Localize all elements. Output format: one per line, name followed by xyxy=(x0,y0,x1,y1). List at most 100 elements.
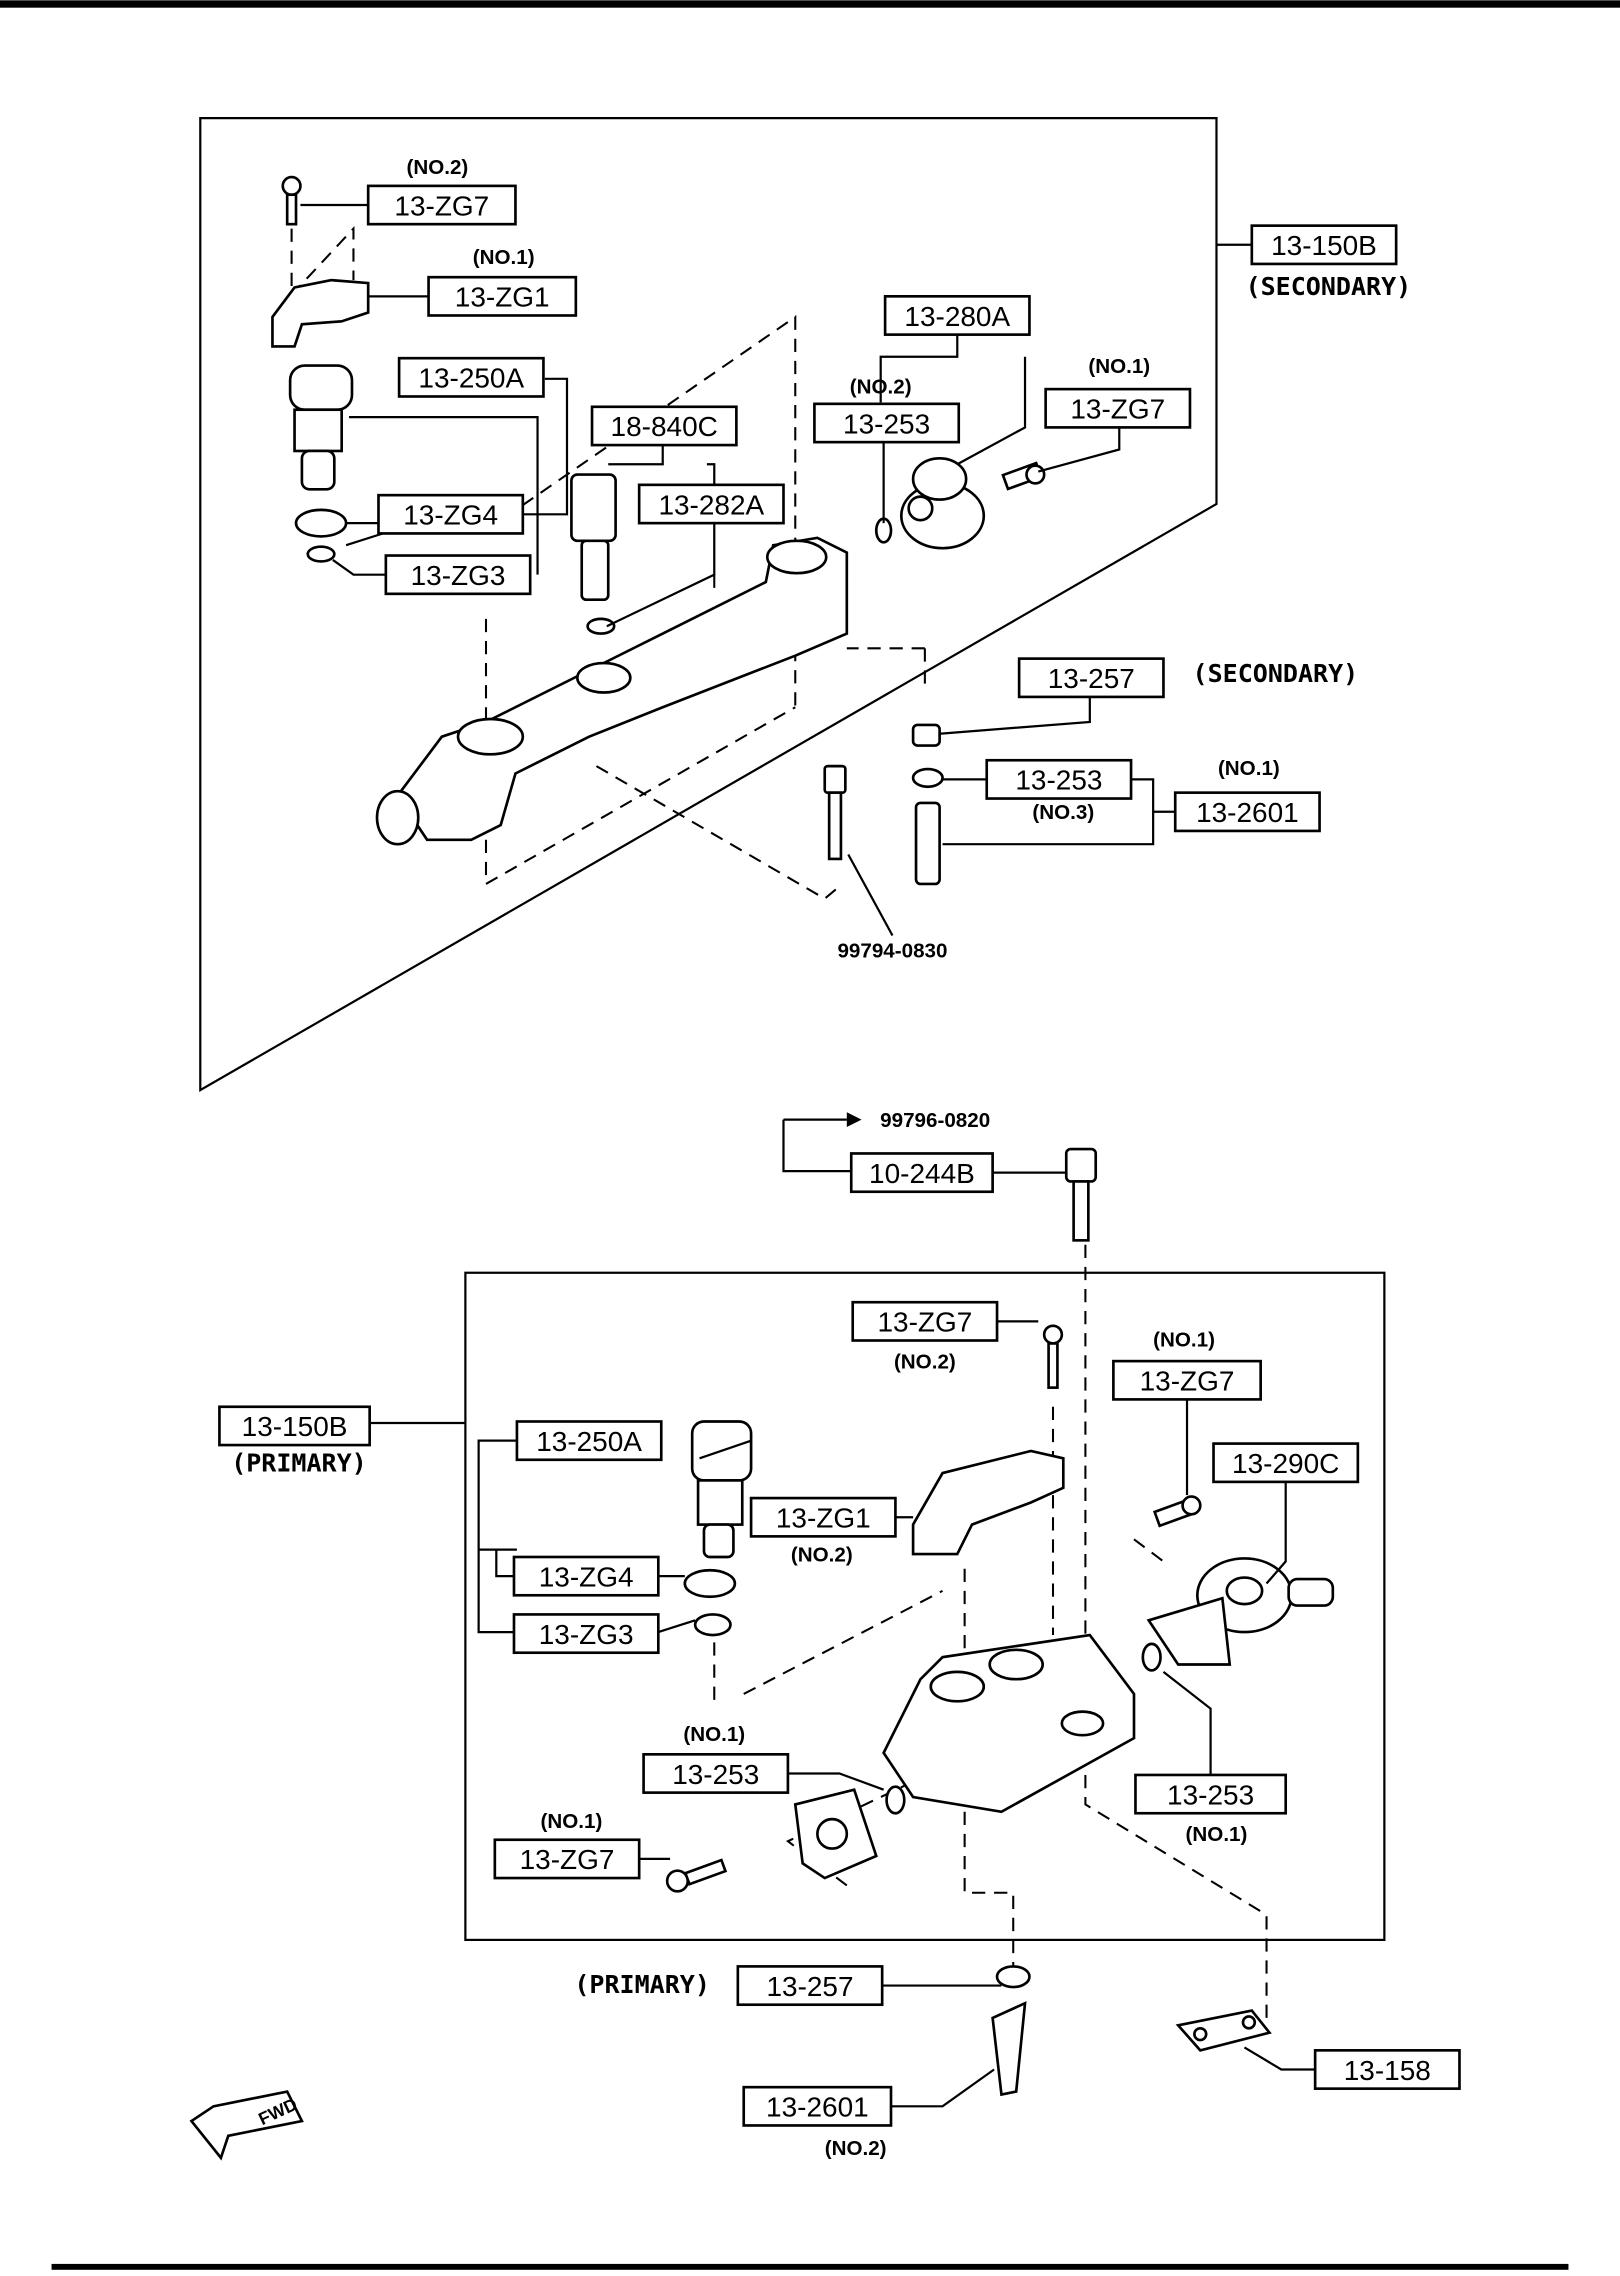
part-number: 13-250A xyxy=(418,363,524,394)
o-ring-small xyxy=(885,1785,906,1815)
bracket-part xyxy=(271,278,370,348)
label-13-150b-secondary[interactable]: 13-150B(SECONDARY) xyxy=(1246,224,1412,301)
label-13-282a[interactable]: 13-282A xyxy=(637,483,785,525)
label-13-zg4[interactable]: 13-ZG4 xyxy=(377,493,525,535)
label-13-zg3[interactable]: 13-ZG3 xyxy=(512,1613,660,1655)
rail-port xyxy=(575,661,632,694)
bracket-part xyxy=(911,1449,1065,1556)
note-text: (NO.1) xyxy=(1088,355,1150,378)
label-13-150b-primary[interactable]: 13-150B (PRIMARY) xyxy=(218,1405,371,1478)
label-13-253-no3[interactable]: 13-253(NO.3) xyxy=(985,758,1133,824)
part-number: 13-ZG7 xyxy=(520,1844,615,1875)
part-number: 13-257 xyxy=(1048,663,1135,694)
part-number: 13-ZG7 xyxy=(877,1307,972,1338)
guide-line xyxy=(290,225,926,900)
label-13-zg4[interactable]: 13-ZG4 xyxy=(512,1555,660,1597)
screw-icon xyxy=(665,1858,728,1893)
body-port xyxy=(1060,1710,1105,1737)
part-number: 13-ZG7 xyxy=(394,190,489,221)
label-13-250a[interactable]: 13-250A xyxy=(515,1420,663,1462)
filter-part xyxy=(914,801,941,886)
bolt-part xyxy=(823,764,847,861)
note-text: (NO.2) xyxy=(406,156,468,179)
seal-part xyxy=(995,1965,1031,1989)
label-13-2601-no1[interactable]: (NO.1) 13-2601 xyxy=(1173,757,1321,833)
label-13-zg7-no1-left[interactable]: (NO.1) 13-ZG7 xyxy=(493,1810,641,1880)
part-number: 13-ZG1 xyxy=(455,282,550,313)
part-number: 13-257 xyxy=(766,1971,853,2002)
label-13-zg7-no1[interactable]: (NO.1) 13-ZG7 xyxy=(1044,355,1192,429)
o-ring-large xyxy=(294,508,348,538)
part-number: 13-ZG1 xyxy=(776,1503,871,1534)
part-number: 13-ZG4 xyxy=(403,500,498,531)
label-99796-0820[interactable]: 99796-0820 xyxy=(880,1109,990,1132)
label-13-zg7-no2[interactable]: (NO.2) 13-ZG7 xyxy=(366,156,517,226)
leader-line xyxy=(300,203,1252,937)
label-13-253-left[interactable]: (NO.1)13-253 xyxy=(642,1723,790,1794)
label-13-zg1-no2[interactable]: 13-ZG1 (NO.2) xyxy=(749,1496,897,1566)
part-number: 13-158 xyxy=(1344,2055,1431,2086)
note-text: (NO.2) xyxy=(825,2137,887,2160)
label-13-250a[interactable]: 13-250A xyxy=(397,356,545,398)
note-text: (NO.1) xyxy=(1218,757,1280,780)
part-number: 13-ZG3 xyxy=(539,1619,634,1650)
bottom-rule xyxy=(51,2263,1569,2270)
secondary-section: (NO.2)13-ZG7 (NO.1)13-ZG1 13-150B(SECOND… xyxy=(199,117,1412,1093)
seal-part xyxy=(911,723,941,747)
primary-section: FWD 99796-0820 10-244B 13-ZG7(NO.2) (NO.… xyxy=(189,1109,1461,2161)
note-text: (NO.2) xyxy=(850,376,912,399)
top-rule xyxy=(0,0,1620,8)
part-number: 18-840C xyxy=(611,411,718,442)
label-13-280a[interactable]: 13-280A xyxy=(883,295,1031,336)
secondary-frame xyxy=(199,117,1218,1093)
part-number: 13-2601 xyxy=(1196,797,1299,828)
o-ring-small xyxy=(1141,1642,1162,1672)
label-13-zg3[interactable]: 13-ZG3 xyxy=(384,554,532,596)
injector-part xyxy=(690,1420,753,1559)
fwd-arrow-icon: FWD xyxy=(189,2090,304,2161)
part-number: 13-2601 xyxy=(766,2092,869,2123)
screw-icon xyxy=(1042,1324,1064,1389)
part-number: 13-ZG3 xyxy=(411,560,506,591)
note-text: (PRIMARY) xyxy=(231,1449,367,1478)
primary-frame xyxy=(464,1271,1386,1942)
part-number: 13-282A xyxy=(658,489,764,520)
screw-icon xyxy=(281,175,302,226)
guide-line xyxy=(713,1244,1268,2026)
note-text: (PRIMARY) xyxy=(574,1970,710,1999)
bolt-icon xyxy=(1152,1495,1202,1528)
part-number: 10-244B xyxy=(869,1158,975,1189)
label-13-zg1-no1[interactable]: (NO.1)13-ZG1 xyxy=(427,246,578,317)
note-text: (NO.1) xyxy=(540,1810,602,1833)
label-13-253-right[interactable]: 13-253(NO.1) xyxy=(1134,1773,1288,1846)
label-13-zg7-no1-top[interactable]: (NO.1)13-ZG7 xyxy=(1112,1328,1262,1401)
rail-port xyxy=(765,539,828,575)
label-18-840c[interactable]: 18-840C xyxy=(590,405,738,447)
label-13-253-no2[interactable]: (NO.2)13-253 xyxy=(813,376,961,444)
bolt-icon xyxy=(1001,461,1046,491)
part-number: 13-253 xyxy=(1167,1779,1254,1810)
body-port xyxy=(929,1670,986,1703)
o-ring-small xyxy=(306,545,336,563)
pressure-regulator-part xyxy=(1146,1557,1335,1666)
sensor-part xyxy=(570,473,617,635)
label-13-290c[interactable]: 13-290C xyxy=(1212,1442,1360,1484)
label-13-158[interactable]: 13-158 xyxy=(1313,2049,1461,2090)
label-13-257-secondary[interactable]: 13-257(SECONDARY) xyxy=(1017,657,1358,699)
label-10-244b[interactable]: 10-244B xyxy=(849,1152,994,1194)
note-text: (SECONDARY) xyxy=(1246,272,1412,301)
part-number: 13-150B xyxy=(242,1411,348,1442)
rail-end-cap xyxy=(375,789,420,846)
label-13-257-primary[interactable]: (PRIMARY) 13-257 xyxy=(574,1965,884,2007)
part-number: 13-253 xyxy=(672,1759,759,1790)
o-ring-large xyxy=(683,1568,737,1599)
bolt-part xyxy=(1064,1147,1098,1242)
body-port xyxy=(988,1648,1045,1681)
part-number: 13-253 xyxy=(1015,765,1102,796)
part-number: 13-ZG7 xyxy=(1070,394,1165,425)
label-99794-0830[interactable]: 99794-0830 xyxy=(837,940,947,963)
note-text: (NO.2) xyxy=(791,1543,853,1566)
label-13-2601-no2[interactable]: 13-2601 (NO.2) xyxy=(742,2085,893,2160)
label-13-zg7-no2[interactable]: 13-ZG7(NO.2) xyxy=(851,1300,999,1373)
